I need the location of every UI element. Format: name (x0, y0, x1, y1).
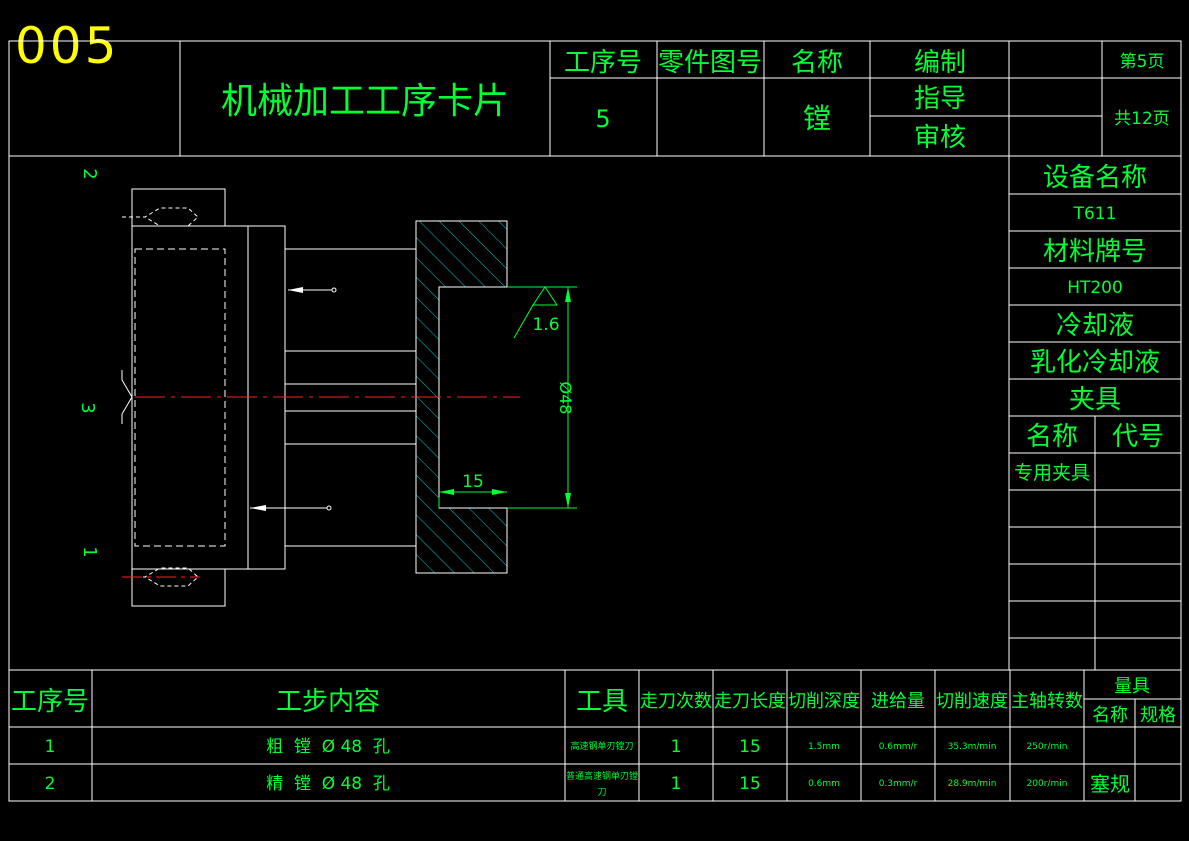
equipment-label: 设备名称 (1043, 163, 1147, 193)
drawing-number: 005 (15, 17, 119, 75)
col-gauge-name: 名称 (1092, 705, 1128, 726)
coolant-value: 乳化冷却液 (1030, 348, 1160, 378)
col-gauge-spec: 规格 (1140, 705, 1176, 726)
table-grid (8, 40, 1182, 802)
row-2-no: 2 (45, 774, 56, 794)
row-2-tool-line2: 刀 (597, 788, 606, 798)
page-label: 第5页 (1120, 52, 1165, 72)
row-2-feed: 0.3mm/r (879, 779, 918, 789)
side-panel: 设备名称 T611 材料牌号 HT200 冷却液 乳化冷却液 夹具 名称 代号 … (1014, 163, 1164, 484)
bottom-clamp (131, 568, 226, 607)
coolant-label: 冷却液 (1056, 311, 1134, 341)
guide-label: 指导 (914, 84, 966, 114)
row-1-spindle: 250r/min (1027, 742, 1068, 752)
row-2-spindle: 200r/min (1027, 779, 1068, 789)
material-value: HT200 (1067, 278, 1123, 298)
row-1-depth: 1.5mm (808, 742, 840, 752)
col-feed: 进给量 (871, 691, 925, 712)
row-2-speed: 28.9m/min (948, 779, 997, 789)
col-passes: 走刀次数 (640, 691, 712, 712)
row-1-content: 粗 镗 Ø 48 孔 (266, 737, 390, 757)
col-length: 走刀长度 (714, 691, 786, 712)
row-2-content: 精 镗 Ø 48 孔 (266, 774, 390, 794)
row-1-length: 15 (739, 737, 761, 757)
col-tool: 工具 (576, 687, 628, 717)
col-process-no: 工序号 (11, 687, 89, 717)
fixture-code-label: 代号 (1112, 422, 1164, 452)
col-gauge: 量具 (1114, 676, 1150, 697)
fixture-name-value: 专用夹具 (1014, 462, 1090, 484)
row-2-length: 15 (739, 774, 761, 794)
top-clamp (131, 188, 226, 227)
col-depth: 切削深度 (788, 691, 860, 712)
roughness-label: 1.6 (532, 315, 559, 335)
locator-2-label: 2 (79, 168, 100, 179)
row-1-tool: 高速钢单刃镗刀 (570, 740, 633, 752)
dimension-length: 15 (438, 472, 507, 508)
col-spindle: 主轴转数 (1011, 691, 1083, 712)
length-label: 15 (462, 472, 484, 492)
process-no-label: 工序号 (564, 48, 642, 78)
row-2-passes: 1 (671, 774, 682, 794)
part-drawing: Ø48 15 1.6 2 3 1 (77, 168, 577, 607)
name-value: 镗 (803, 102, 831, 135)
col-speed: 切削速度 (936, 691, 1008, 712)
diameter-label: Ø48 (556, 382, 575, 415)
header-block: 机械加工工序卡片 工序号 零件图号 名称 编制 指导 审核 第5页 共12页 5… (221, 48, 1170, 153)
row-1-speed: 35.3m/min (948, 742, 997, 752)
locator-3-label: 3 (77, 402, 98, 413)
equipment-value: T611 (1073, 204, 1117, 224)
row-1-no: 1 (45, 737, 56, 757)
row-2-tool: 普通高速钢单刃镗 (566, 770, 638, 782)
review-label: 审核 (914, 123, 966, 153)
material-label: 材料牌号 (1043, 237, 1147, 267)
roughness-symbol: 1.6 (513, 286, 560, 339)
dimension-diameter: Ø48 (507, 286, 577, 509)
row-2-depth: 0.6mm (808, 779, 840, 789)
total-pages-label: 共12页 (1114, 109, 1170, 129)
locator-1-label: 1 (79, 546, 100, 557)
part-drawing-no-label: 零件图号 (658, 48, 762, 78)
row-1-feed: 0.6mm/r (879, 742, 918, 752)
fixture-label: 夹具 (1069, 385, 1121, 415)
card-title: 机械加工工序卡片 (221, 81, 509, 122)
fixture-name-label: 名称 (1026, 422, 1078, 452)
fixture-inner-dashed (134, 248, 226, 547)
steps-table: 工序号 工步内容 工具 走刀次数 走刀长度 切削深度 进给量 切削速度 主轴转数… (11, 676, 1176, 798)
name-label: 名称 (791, 48, 843, 78)
col-step-content: 工步内容 (276, 687, 380, 717)
compile-label: 编制 (914, 48, 966, 78)
row-1-passes: 1 (671, 737, 682, 757)
row-2-gauge-name: 塞规 (1090, 772, 1130, 796)
process-no-value: 5 (595, 105, 610, 133)
